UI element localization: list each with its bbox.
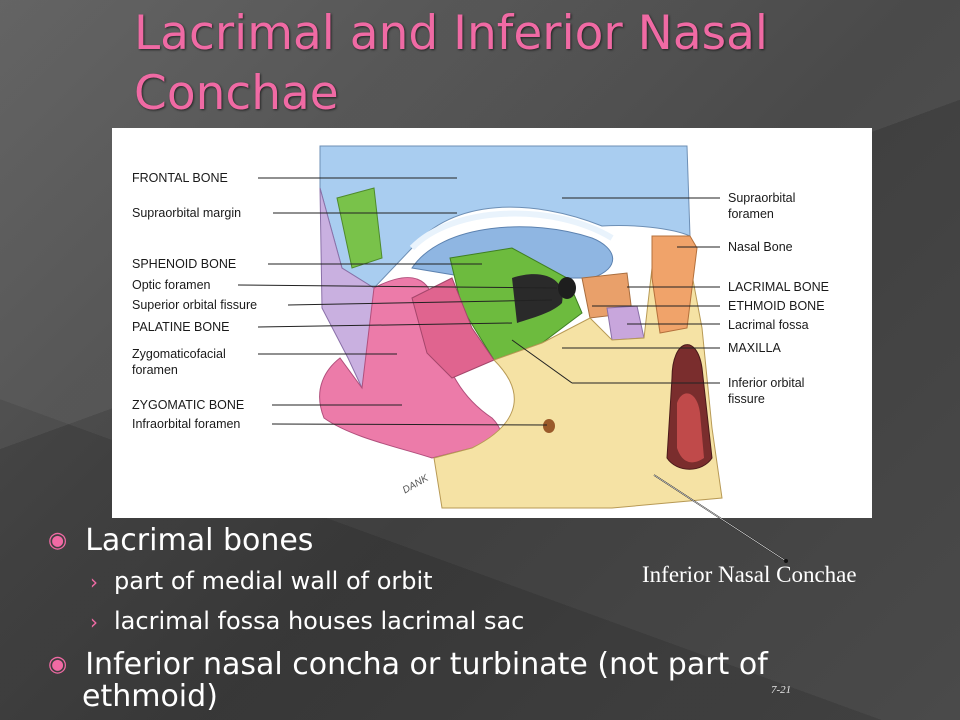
label-nasal-bone: Nasal Bone [728,240,793,254]
label-maxilla: MAXILLA [728,341,781,355]
label-ethmoid-bone: ETHMOID BONE [728,299,825,313]
label-superior-orbital-fissure: Superior orbital fissure [132,298,258,312]
bullet-inferior-nasal-concha-cont: ethmoid) [82,679,218,714]
label-frontal-bone: FRONTAL BONE [132,171,228,185]
skull-orbit-figure: FRONTAL BONE Supraorbital margin SPHENOI… [112,128,872,518]
slide-number: 7-21 [771,684,792,696]
label-zygomaticofacial-foramen: foramen [132,363,178,377]
chevron-right-icon: › [90,570,98,594]
bullet-lacrimal-bones: ◉Lacrimal bones [48,523,314,558]
label-inferior-orbital: Inferior orbital [728,376,805,390]
chevron-right-icon: › [90,610,98,634]
label-sphenoid-bone: SPHENOID BONE [132,257,237,271]
label-lacrimal-bone: LACRIMAL BONE [728,280,829,294]
circle-dot-icon: ◉ [48,652,68,677]
callout-inferior-nasal-conchae: Inferior Nasal Conchae [642,562,857,587]
label-palatine-bone: PALATINE BONE [132,320,230,334]
slide-title: Lacrimal and Inferior Nasal Conchae [134,6,768,121]
label-lacrimal-fossa: Lacrimal fossa [728,318,809,332]
orbit-illustration [237,145,723,509]
bullet-inferior-nasal-concha: ◉Inferior nasal concha or turbinate (not… [48,647,768,682]
label-zygomatic-bone: ZYGOMATIC BONE [132,398,245,412]
label-infraorbital-foramen: Infraorbital foramen [132,417,241,431]
label-supraorbital: Supraorbital [728,191,796,205]
label-supraorbital-foramen: foramen [728,207,774,221]
label-supraorbital-margin: Supraorbital margin [132,206,242,220]
circle-dot-icon: ◉ [48,528,68,553]
sub-bullet-medial-wall: ›part of medial wall of orbit [90,567,433,595]
sub-bullet-lacrimal-fossa: ›lacrimal fossa houses lacrimal sac [90,607,525,635]
label-optic-foramen: Optic foramen [132,278,211,292]
label-zygomaticofacial: Zygomaticofacial [132,347,226,361]
label-inferior-orbital-fissure: fissure [728,392,765,406]
